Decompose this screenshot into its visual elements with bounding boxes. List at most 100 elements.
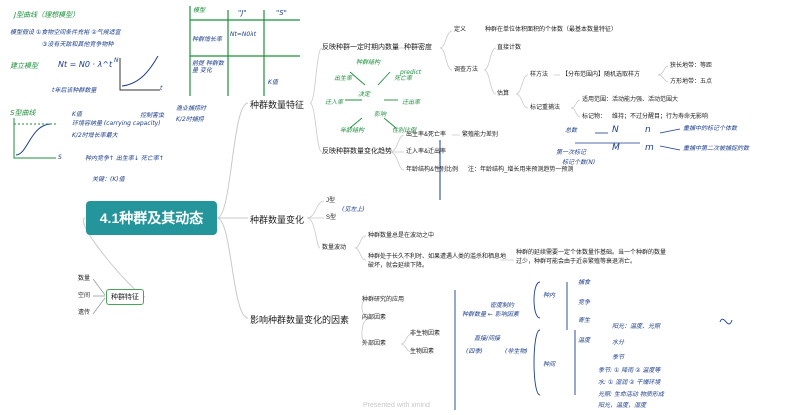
topic-age-sex[interactable]: 年龄结构&性别比例 (406, 167, 459, 173)
topic-j-type[interactable]: J型 (326, 198, 336, 204)
hw-nonbio-h: 阳光，温度，湿度 (598, 402, 647, 409)
topic-mark-range: 适用范围：活动能力强、活动范围大 (582, 97, 679, 103)
hw-struct-death: 死亡率 (394, 75, 413, 82)
hw-bio-d: 竞争 (578, 299, 591, 306)
hw-formula-n: N (612, 125, 619, 135)
topic-mark-recapture[interactable]: 标记重捕法 (530, 105, 561, 111)
hw-first-total: 总数 (565, 127, 578, 134)
hw-s-title: S型曲线 (10, 109, 36, 117)
topic-long-strip[interactable]: 狭长地带：等距 (670, 63, 713, 69)
hw-formula-note: t年后该种群数量 (52, 87, 97, 94)
topic-external[interactable]: 外部因素 (362, 341, 387, 347)
mark-formula-arrows (575, 128, 681, 151)
hw-formula-m2: m (645, 143, 654, 153)
hw-struct-title: 种群结构 (356, 59, 381, 66)
topic-birth-note: 繁殖能力差别 (462, 132, 499, 138)
hw-s-k: K值 (72, 111, 82, 118)
branch-connectors (306, 30, 669, 353)
topic-quadrat-method[interactable]: 样方法 (530, 72, 549, 78)
hw-env-e: (非生物) (505, 348, 528, 355)
left-item-genetic: 遗传 (78, 310, 91, 316)
hw-struct-out: 迁出率 (402, 99, 421, 106)
hw-struct-in: 迁入率 (325, 99, 344, 106)
hw-bio-f: 温度 (578, 337, 591, 344)
hw-bio-c: 捕食 (578, 279, 591, 286)
hw-env-factors: 种群数量 ← 影响因素 (462, 311, 519, 318)
hw-formula-n2: n (645, 125, 651, 135)
factor-bracket (454, 281, 733, 410)
struct-arrows (345, 71, 398, 129)
hw-struct-birth: 出生率 (334, 75, 353, 82)
hw-bio-b: 种间 (543, 361, 556, 368)
topic-direct-count[interactable]: 直接计数 (497, 45, 522, 51)
hw-env-c: 直接/间接 (474, 335, 501, 342)
hw-formula-m: M (612, 143, 620, 153)
hw-nonbio-e: 季节: ① 降雨 ② 温度等 (598, 367, 661, 374)
hw-bio-a: 种内 (543, 292, 556, 299)
j-curve-sketch (119, 55, 160, 91)
branch-population-change[interactable]: 种群数量变化 (250, 215, 305, 225)
topic-birth-death[interactable]: 出生率&死亡率 (406, 132, 447, 138)
left-item-space: 空间 (78, 293, 91, 299)
topic-fluct-1: 种群数量总是在波动之中 (368, 233, 435, 239)
hw-mark-result2: 标记个数(N) (562, 159, 596, 166)
topic-population-density[interactable]: 种群密度 (404, 44, 432, 51)
hw-nonbio-b: 水分 (612, 339, 625, 346)
hw-s-key: 关键：(K)值 (92, 176, 125, 183)
topic-definition-label[interactable]: 定义 (454, 27, 467, 33)
hw-env-a: 密度制约 (490, 302, 515, 309)
hw-table-v1: Nt=N0λt (230, 31, 257, 38)
hw-decide: 决定 (358, 91, 371, 98)
hw-struct-age: 年龄结构 (340, 127, 365, 134)
root-topic[interactable]: 4.1种群及其动态 (86, 201, 217, 235)
hw-first-mark: 第一次标记 (556, 149, 587, 156)
hw-model-cond2: ③没有天敌和其他竞争物种 (42, 41, 114, 48)
branch-influence-factors[interactable]: 影响种群数量变化的因素 (250, 315, 350, 325)
topic-migration[interactable]: 迁入率&迁出率 (406, 149, 447, 155)
hw-axis-t: t (160, 85, 163, 92)
topic-age-note: 注：年龄结构_增长用来预测趋势一预测 (468, 167, 574, 173)
topic-trend[interactable]: 反映种群数量变化趋势 (322, 148, 392, 155)
hw-mark-note1: 重捕中的标记个体数 (683, 125, 738, 132)
topic-internal[interactable]: 内部因素 (362, 315, 387, 321)
topic-nonbio[interactable]: 非生物因素 (410, 331, 441, 337)
hw-influence: 影响 (374, 111, 387, 118)
left-box-connectors (92, 278, 106, 315)
hw-s-cause: 种内竞争↑ 出生率↓ 死亡率↑ (85, 155, 164, 162)
footer-watermark: Presented with xmind (363, 402, 430, 409)
hw-s-k-note: 环境容纳量 (carrying capacity) (72, 120, 161, 127)
hw-table-row2: 前提 种群数量 变化 (192, 60, 224, 74)
topic-application[interactable]: 种群研究的应用 (362, 297, 405, 303)
topic-direct-number[interactable]: 反映种群一定时期内数量 (322, 44, 399, 51)
hw-s-k2: K/2时增长率最大 (72, 132, 118, 139)
topic-mark-requirement: 标记物： (582, 114, 607, 120)
hw-table-header-j: "J" (238, 9, 247, 17)
hw-nonbio-d: 季节 (612, 354, 625, 361)
hw-bio-e: 寄生 (578, 317, 591, 324)
hw-model-build: 建立模型 (10, 62, 38, 70)
topic-fluct-3: 种群的延续需要一定个体数量作基础。当一个种群的数量过少，种群可能会由于近亲繁殖等… (516, 250, 667, 265)
topic-estimate[interactable]: 估算 (497, 91, 510, 97)
topic-fluctuation[interactable]: 数量波动 (322, 245, 347, 251)
hw-predict: predict (400, 69, 422, 76)
hw-table-header-model: 模型 (193, 7, 206, 14)
topic-fluct-2: 种群处于长久不利时、如果遭遇人类的滥杀和栖息地破坏，就会延续下降。 (368, 254, 507, 269)
hw-nonbio-f: 水: ① 湿润 ② 干燥环境 (598, 379, 661, 386)
topic-square[interactable]: 方形地带：五点 (670, 79, 713, 85)
branch-population-characteristics[interactable]: 种群数量特征 (250, 100, 305, 110)
topic-survey-method[interactable]: 调查方法 (454, 67, 479, 73)
badge-population-features[interactable]: 种群特征 (106, 289, 144, 305)
hw-model-cond: 模型假设 ①食物空间条件充裕 ②气候适宜 (10, 29, 121, 36)
topic-definition-text: 种群在单位体积面积的个体数（最基本数量特征） (485, 27, 618, 33)
note-see-upper-left: (见左上) (342, 206, 365, 213)
model-table-grid (189, 6, 300, 96)
hw-nonbio-g: 光照: 生命活动 物质形成 (598, 391, 664, 398)
hw-struct-sex: 性别比例 (392, 127, 417, 134)
topic-s-type[interactable]: S型 (326, 215, 337, 221)
hw-table-v2: K值 (268, 79, 278, 86)
hw-pest: 控制害虫 (140, 112, 165, 119)
hw-axis-s: S (58, 154, 62, 161)
topic-quadrat-text: 【分布范围内】随机选取样方 (562, 72, 641, 78)
topic-bio[interactable]: 生物因素 (410, 349, 435, 355)
